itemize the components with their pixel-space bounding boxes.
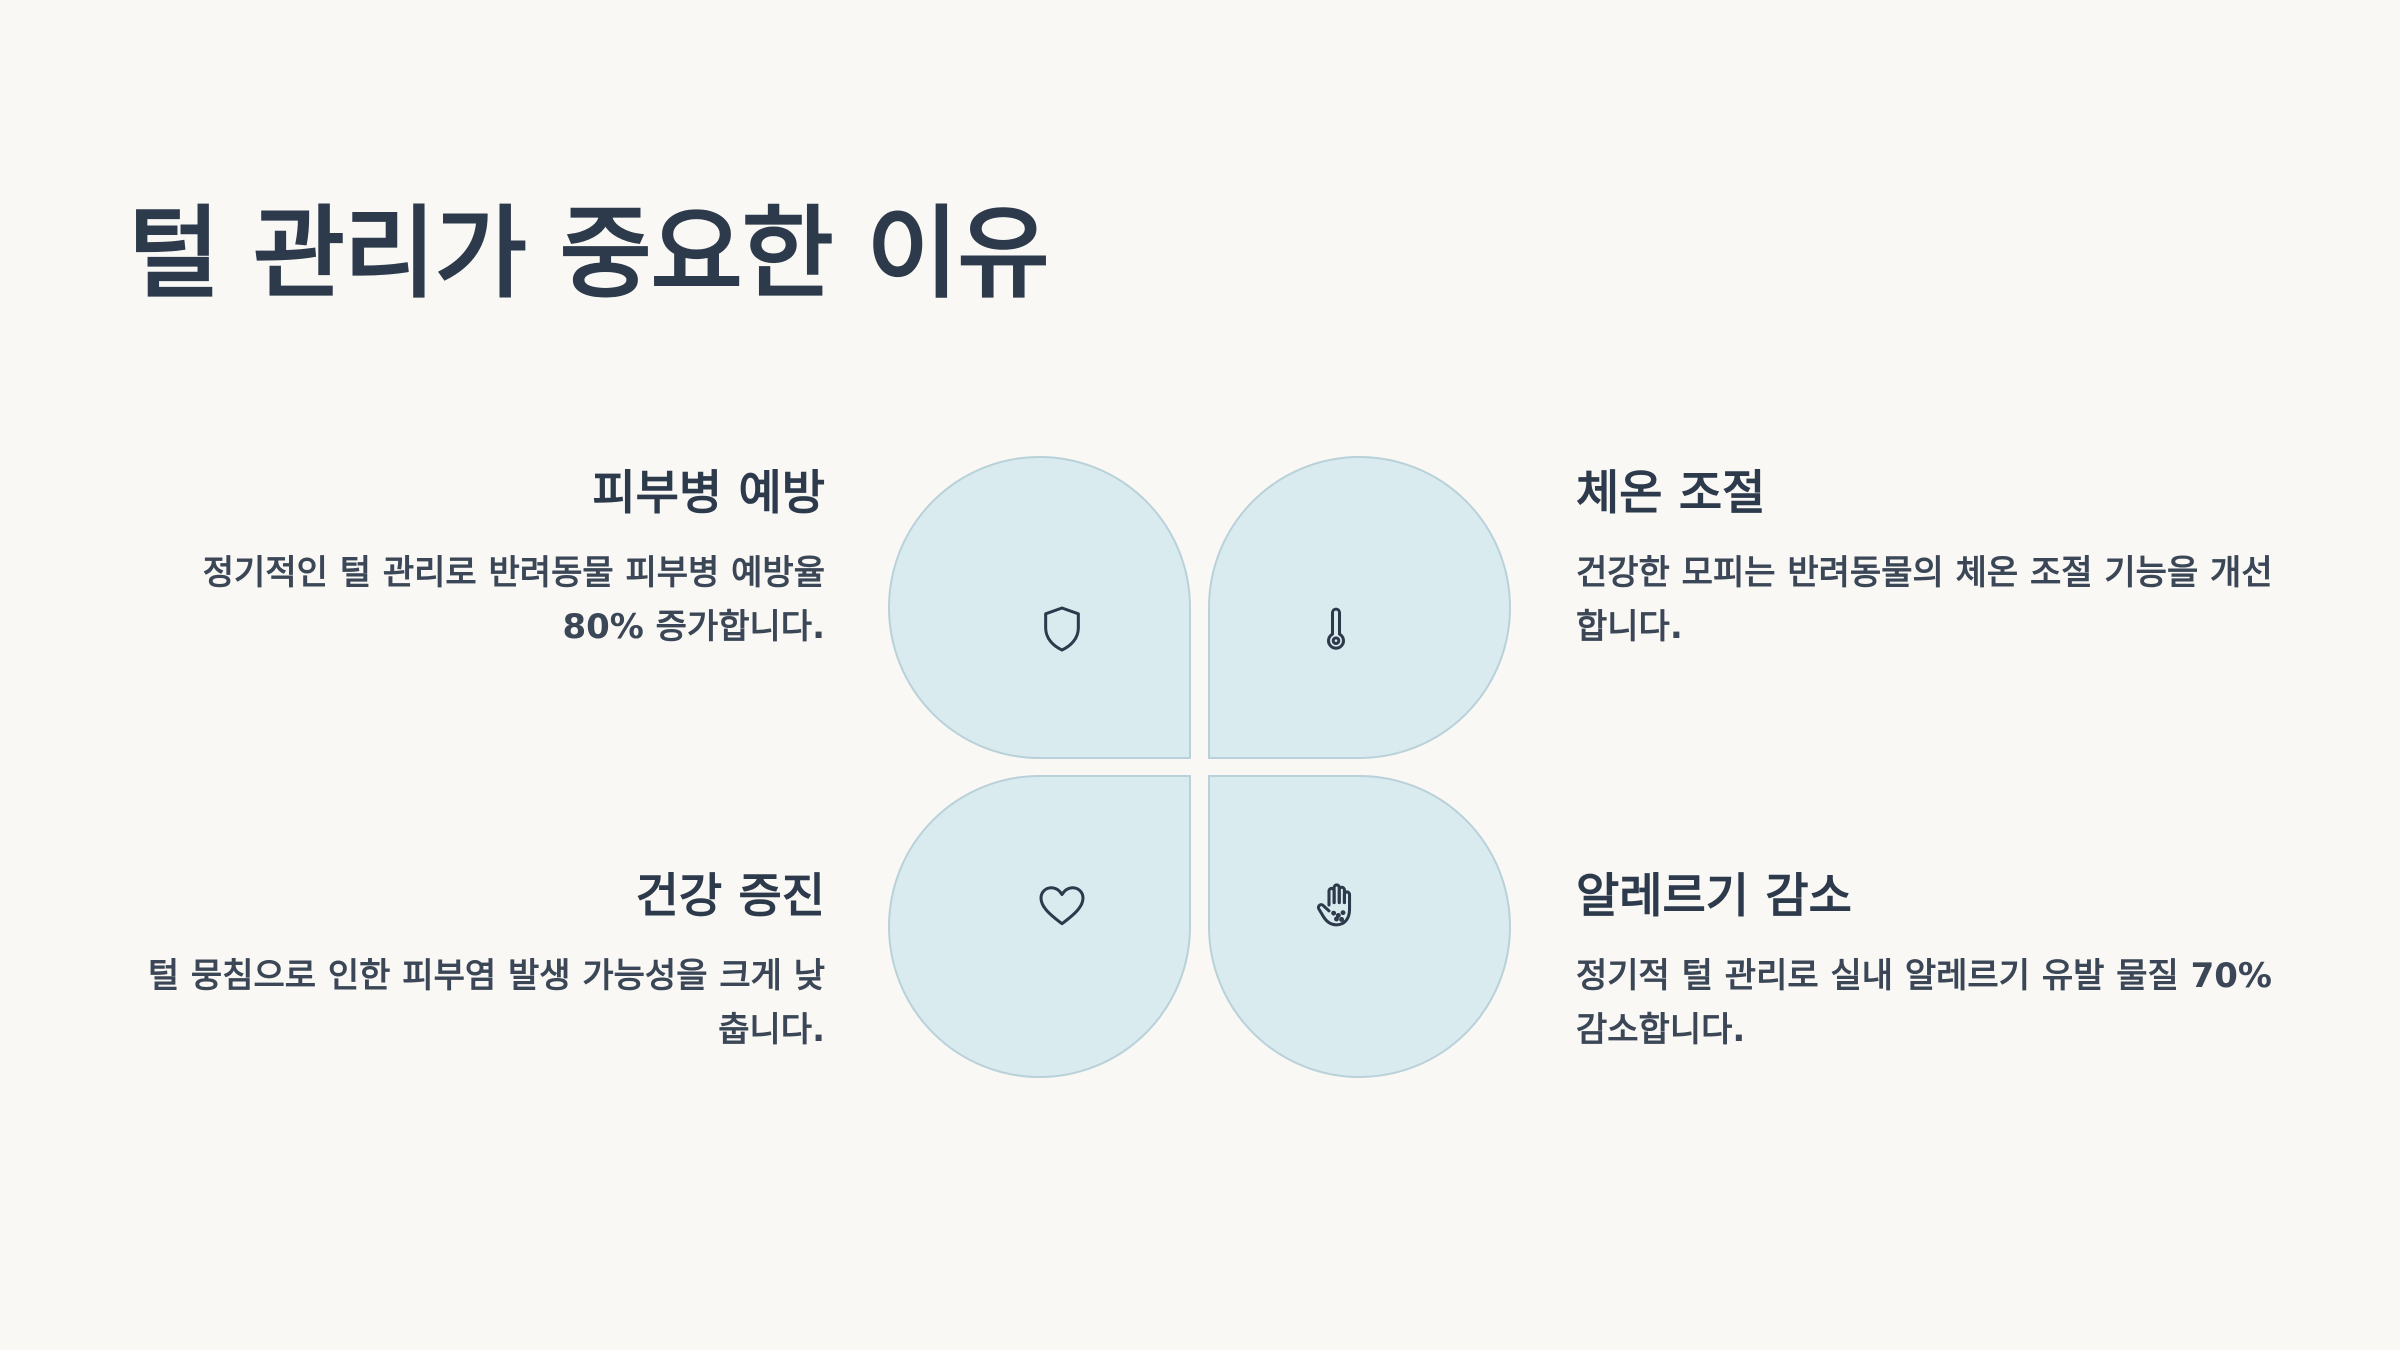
reason-heading: 피부병 예방 — [592, 466, 825, 521]
reason-block-health: 건강 증진 털 뭉침으로 인한 피부염 발생 가능성을 크게 낮춥니다. — [125, 869, 825, 1057]
petal-bottom-left — [888, 775, 1191, 1078]
petal-top-left — [888, 456, 1191, 759]
reason-description: 정기적인 털 관리로 반려동물 피부병 예방율 80% 증가합니다. — [202, 553, 825, 648]
reason-heading: 건강 증진 — [635, 869, 825, 924]
thermometer-icon — [1308, 601, 1364, 657]
reason-block-skin-disease: 피부병 예방 정기적인 털 관리로 반려동물 피부병 예방율 80% 증가합니다… — [125, 466, 825, 654]
reason-heading: 체온 조절 — [1576, 466, 1766, 521]
hand-icon — [1308, 877, 1364, 933]
reason-block-temperature: 체온 조절 건강한 모피는 반려동물의 체온 조절 기능을 개선합니다. — [1576, 466, 2276, 654]
reason-description: 털 뭉침으로 인한 피부염 발생 가능성을 크게 낮춥니다. — [147, 956, 825, 1051]
petal-top-right — [1208, 456, 1511, 759]
page-title: 털 관리가 중요한 이유 — [128, 195, 1049, 312]
reason-heading: 알레르기 감소 — [1576, 869, 1852, 924]
reason-description: 건강한 모피는 반려동물의 체온 조절 기능을 개선합니다. — [1576, 553, 2273, 648]
reason-description: 정기적 털 관리로 실내 알레르기 유발 물질 70% 감소합니다. — [1576, 956, 2272, 1051]
shield-icon — [1034, 601, 1090, 657]
reason-block-allergy: 알레르기 감소 정기적 털 관리로 실내 알레르기 유발 물질 70% 감소합니… — [1576, 869, 2276, 1057]
petal-bottom-right — [1208, 775, 1511, 1078]
heart-icon — [1034, 877, 1090, 933]
